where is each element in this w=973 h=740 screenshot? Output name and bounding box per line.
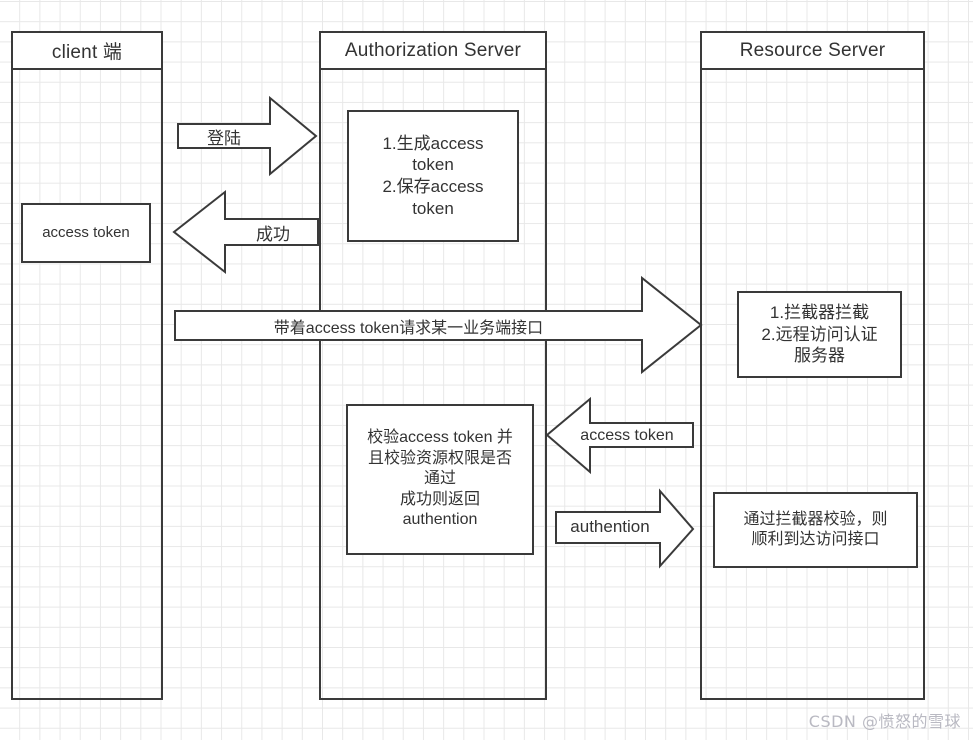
box-resource-interceptor-steps: 1.拦截器拦截 2.远程访问认证 服务器 bbox=[737, 291, 902, 378]
box-auth-verify-token: 校验access token 并 且校验资源权限是否 通过 成功则返回 auth… bbox=[346, 404, 534, 555]
box-auth-verify-token-text: 校验access token 并 且校验资源权限是否 通过 成功则返回 auth… bbox=[367, 429, 513, 529]
arrow-login bbox=[177, 95, 318, 177]
lane-title-resource-server: Resource Server bbox=[702, 33, 923, 70]
arrow-access-token-back bbox=[545, 396, 695, 475]
box-resource-interceptor-steps-text: 1.拦截器拦截 2.远程访问认证 服务器 bbox=[761, 302, 878, 366]
watermark: CSDN @愤怒的雪球 bbox=[808, 712, 961, 731]
box-resource-pass-interceptor-text: 通过拦截器校验，则 顺利到达访问接口 bbox=[743, 510, 888, 548]
box-auth-token-steps: 1.生成access token 2.保存access token bbox=[347, 110, 519, 242]
box-client-access-token: access token bbox=[21, 203, 151, 263]
lane-title-client: client 端 bbox=[13, 33, 161, 70]
lane-title-authorization-server: Authorization Server bbox=[321, 33, 545, 70]
lane-authorization-server: Authorization Server bbox=[319, 31, 547, 700]
lane-resource-server: Resource Server bbox=[700, 31, 925, 700]
arrow-request-with-token bbox=[174, 275, 703, 375]
arrow-authention bbox=[555, 488, 696, 569]
box-client-access-token-text: access token bbox=[42, 224, 130, 242]
box-auth-token-steps-text: 1.生成access token 2.保存access token bbox=[382, 133, 484, 218]
arrow-success bbox=[172, 189, 320, 275]
box-resource-pass-interceptor: 通过拦截器校验，则 顺利到达访问接口 bbox=[713, 492, 918, 568]
lane-client: client 端 bbox=[11, 31, 163, 700]
